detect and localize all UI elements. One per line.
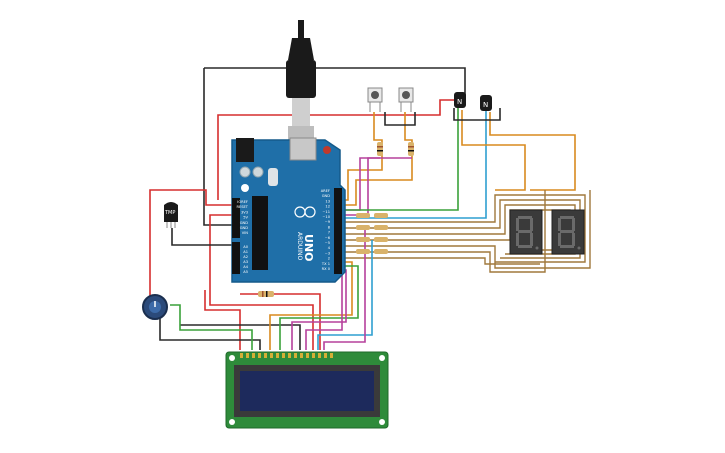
potentiometer[interactable] [142,294,168,320]
power-pin-label: 5V [243,216,248,220]
digital-header [334,188,342,274]
wire-t1-green[interactable] [335,108,459,211]
usb-cable[interactable] [286,20,316,148]
digital-pin-label: 4 [328,246,331,250]
power-pin-label: VIN [242,231,249,235]
wire-black-pot[interactable] [159,312,261,350]
digital-pin-label: TX 1 [321,262,330,266]
board-brand: ARDUINO [296,232,303,261]
usb-port [289,137,317,161]
digital-pin-label: RX 0 [322,267,331,271]
transistor-1-label: N [457,98,462,106]
wire-t2-cyan[interactable] [335,110,487,219]
atmega-chip [252,196,268,270]
transistor-1[interactable]: N [454,92,466,108]
digital-pin-label: 12 [325,205,330,209]
wire-lcd-d6[interactable] [323,230,366,350]
power-pin-label: GND [240,226,248,230]
logo-circle [241,184,249,192]
board-model: UNO [302,234,315,262]
wire-t2-orange[interactable] [489,112,576,191]
resistor[interactable] [258,291,274,297]
wire-lcd-d4[interactable] [305,250,343,350]
analog-pin-label: A3 [243,260,248,264]
analog-pin-label: A4 [243,265,248,269]
lcd-16x2[interactable] [225,351,389,429]
digital-pin-label: ~10 [322,215,330,219]
analog-header [232,242,240,274]
digital-pin-label: 13 [325,199,330,203]
digital-pin-label: ~6 [325,236,331,240]
digital-pin-label: ~11 [322,210,330,214]
wire-btn-gnd[interactable] [384,112,416,126]
capacitor-1 [239,166,251,178]
crystal [268,168,278,186]
power-header [232,198,240,238]
sensor-label: TMP [164,210,175,216]
seven-segment-display-1[interactable] [509,209,543,255]
seven-segment-display-2[interactable] [551,209,585,255]
push-button-1[interactable] [367,87,383,112]
wire-red-top[interactable] [217,99,455,200]
power-pin-label: 3V3 [241,210,248,214]
resistor[interactable] [377,142,383,156]
wire-lcd-d5[interactable] [317,240,373,350]
wire-black-lcd[interactable] [180,324,301,350]
wire-lcd-d1[interactable] [269,261,353,350]
lcd-screen [240,371,374,411]
wire-btn1[interactable] [335,112,383,201]
digital-pin-label: ~5 [325,241,330,245]
digital-pin-label: 7 [328,231,330,235]
wire-red-sensor[interactable] [149,189,232,225]
transistor-2[interactable]: N [480,95,492,111]
power-pin-label: RESET [236,205,248,209]
wire-btn-magenta2[interactable] [335,157,412,216]
analog-pin-label: A2 [243,255,248,259]
wire-black-sensor[interactable] [171,228,232,246]
digital-pin-label: GND [322,194,330,198]
digital-pin-label: ~9 [325,220,331,224]
resistors [258,142,414,297]
power-pin-label: IOREF [237,200,248,204]
wire-t1-orange[interactable] [461,110,526,191]
power-pin-label: GND [240,221,248,225]
digital-pin-label: ~3 [325,251,330,255]
push-button-2[interactable] [398,87,414,112]
resistor-bank [356,213,388,254]
digital-pin-label: AREF [321,189,330,193]
transistor-2-label: N [483,101,488,109]
power-jack [236,138,254,162]
arduino-uno-board[interactable]: ARDUINO UNO [231,137,346,283]
digital-pin-label: 2 [328,257,330,261]
wire-btn2[interactable] [335,112,413,206]
wire-t-black[interactable] [453,108,501,121]
analog-pin-label: A0 [243,245,248,249]
digital-pin-label: 8 [328,225,331,229]
resistor[interactable] [408,142,414,156]
capacitor-2 [252,166,264,178]
temperature-sensor[interactable]: TMP [164,202,178,228]
wire-lcd-d2[interactable] [279,265,359,350]
wire-red-left[interactable] [209,214,314,350]
analog-pin-label: A5 [243,270,248,274]
reset-button[interactable] [323,146,331,154]
analog-pin-label: A1 [243,250,248,254]
lcd-pins [240,353,333,358]
wire-green-pot[interactable] [170,304,253,350]
